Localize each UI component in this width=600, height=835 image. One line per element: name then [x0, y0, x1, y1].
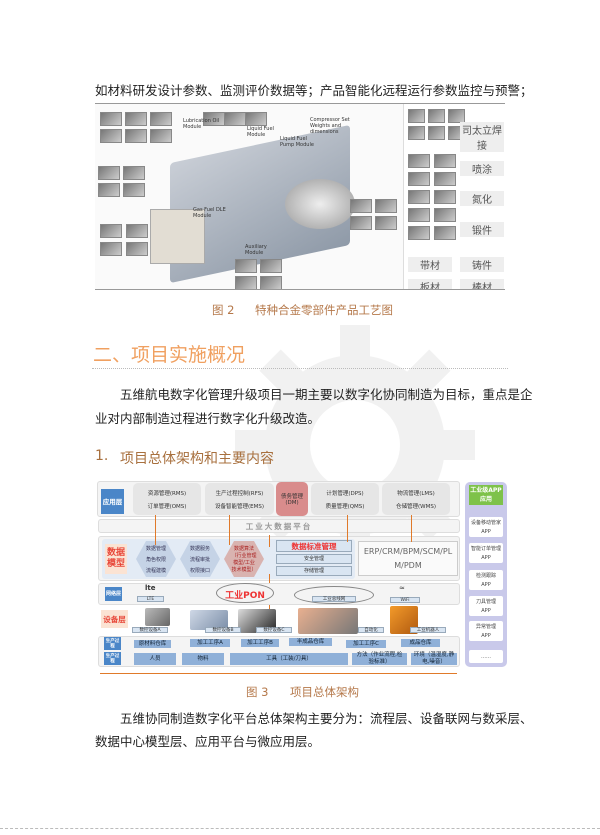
- pon-ring: [216, 583, 274, 603]
- connector-arrow: [269, 535, 270, 547]
- process-step: 半成品仓库: [289, 638, 332, 646]
- bus-label: 工业总线网: [312, 596, 356, 602]
- process-step: 加工工序B: [241, 639, 279, 647]
- resource-item: 方法（作业流程,检验标准）: [352, 652, 407, 665]
- process-step: 原材料仓库: [134, 640, 171, 648]
- connector-arrow: [155, 515, 156, 545]
- app-module: 计划管理(DPS)质量管理(QMS): [311, 483, 379, 515]
- device-label: 数控设备B: [205, 627, 241, 633]
- storage-management: 存储管理: [276, 566, 352, 576]
- data-model-tag: 数据模型: [105, 544, 127, 574]
- process-step: 加工工序C: [346, 640, 386, 648]
- material-label: 喷涂: [460, 161, 504, 176]
- machine-label: Gas Fuel DLE Module: [193, 207, 226, 219]
- resource-item: 工具（工装/刀具）: [230, 653, 348, 665]
- machine-label: Liquid Fuel Module: [247, 126, 274, 138]
- app-module: 物流管理(LMS)仓储管理(WMS): [382, 483, 450, 515]
- part-thumbnails-bottom-left: [100, 224, 148, 256]
- subheading-number: 1.: [95, 448, 109, 464]
- material-label: 板材: [408, 279, 452, 289]
- cnc-machine-b-image: [190, 610, 228, 630]
- part-thumbnails-top-left: [100, 112, 172, 143]
- app-item-more: ……: [469, 650, 503, 663]
- big-data-platform-bar: 工业大数据平台: [98, 519, 460, 533]
- data-model-hex-2: 数据服务流程审批权限接口: [180, 541, 220, 577]
- security-management: 安全管理: [276, 554, 352, 564]
- network-layer-tag: 网络层: [105, 587, 122, 601]
- paragraph-intro-line1: 五维航电数字化管理升级项目一期主要以数字化协同制造为目标，重点是企: [120, 387, 533, 402]
- horizontal-arrow-line: [100, 673, 457, 674]
- automation-line-image: [298, 608, 358, 634]
- part-thumbnails-top: [203, 112, 267, 126]
- cnc-machine-a-image: [145, 608, 170, 626]
- turbine-cylinder: [285, 179, 355, 229]
- material-label: 氮化: [460, 191, 504, 206]
- page-bottom-divider: [0, 828, 600, 829]
- material-label: 带材: [408, 257, 452, 272]
- resource-item: 物料: [182, 653, 224, 665]
- erp-systems-box: ERP/CRM/BPM/SCM/PLM/PDM: [358, 541, 458, 576]
- app-module-highlight: 债务管理(DM): [276, 482, 308, 516]
- device-label: 数控设备A: [132, 627, 168, 633]
- device-label: 自动化: [358, 627, 384, 633]
- resource-item: 环境（温湿度,静电,噪音）: [411, 652, 457, 665]
- data-model-hex-1: 数据管理角色权限流程建模: [136, 541, 176, 577]
- connector-arrow: [411, 515, 412, 542]
- apps-title: 工业级APP应用: [469, 485, 503, 505]
- machine-label: Liquid Fuel Pump Module: [280, 136, 314, 148]
- wifi-icon: ≈: [399, 584, 405, 592]
- section-heading: 二、项目实施概况: [93, 344, 246, 366]
- part-thumbnails-bottom: [235, 259, 282, 289]
- machine-label: Auxiliary Module: [245, 244, 267, 256]
- device-label: 工业机器人: [410, 627, 446, 633]
- figure-2-process-image: Lubrication Oil Module Liquid Fuel Modul…: [95, 103, 505, 290]
- app-module: 资源管理(RMS)订单管理(OMS): [133, 483, 201, 515]
- paragraph-end-line2: 数据中心模型层、应用平台与微应用层。: [95, 734, 321, 749]
- materials-panel: 司太立焊接 喷涂 氮化 锻件 带材 铸件 板材 棒材: [403, 104, 505, 289]
- device-label: 数控设备C: [256, 627, 292, 633]
- app-layer-tag: 应用层: [101, 489, 124, 514]
- network-layer: [98, 583, 460, 605]
- figure-3-caption-number: 图 3: [246, 685, 269, 699]
- heading-divider: [92, 368, 508, 369]
- process-step: 成品仓库: [401, 639, 440, 647]
- connector-arrow: [347, 515, 348, 542]
- part-thumbnails-left: [98, 166, 145, 197]
- material-label: 司太立焊接: [460, 122, 504, 152]
- lte-icon: lte: [145, 584, 156, 592]
- device-layer-tag: 设备层: [101, 610, 128, 628]
- material-label: 锻件: [460, 222, 504, 237]
- resource-item: 人员: [134, 653, 176, 665]
- figure-2-caption-number: 图 2: [212, 303, 235, 317]
- figure-3-caption-title: 项目总体架构: [290, 685, 359, 699]
- material-label: 棒材: [460, 279, 504, 289]
- bus-ring: [294, 586, 374, 604]
- control-cabinet: [150, 209, 205, 264]
- lte-label: LTE: [137, 596, 164, 602]
- process-step: 加工工序A: [190, 639, 230, 647]
- paragraph-end-line1: 五维协同制造数字化平台总体架构主要分为：流程层、设备联网与数采层、: [120, 711, 533, 726]
- machine-label: Lubrication Oil Module: [183, 118, 220, 130]
- process-row-tag: 生产过程: [104, 637, 121, 650]
- paragraph-intro-line2: 业对内部制造过程进行数字化升级改造。: [95, 411, 321, 426]
- data-standard-title: 数据标准管理: [276, 540, 352, 552]
- resource-row-tag: 生产过程: [104, 652, 121, 665]
- app-module: 生产过程控制(RFS)设备智能管理(EMS): [205, 483, 274, 515]
- paragraph-top: 如材料研发设计参数、监测评价数据等；产品智能化远程运行参数监控与预警；: [95, 83, 533, 98]
- machine-label: Compressor Set Weights and dimensions: [310, 117, 350, 135]
- material-label: 铸件: [460, 257, 504, 272]
- pon-label: 工业PON: [225, 591, 265, 601]
- wifi-label: WiFi: [390, 597, 420, 603]
- connector-arrow: [229, 515, 230, 545]
- figure-2-caption-title: 特种合金零部件产品工艺图: [255, 303, 393, 317]
- subheading-title: 项目总体架构和主要内容: [120, 451, 274, 467]
- part-thumbnails-right: [350, 199, 397, 230]
